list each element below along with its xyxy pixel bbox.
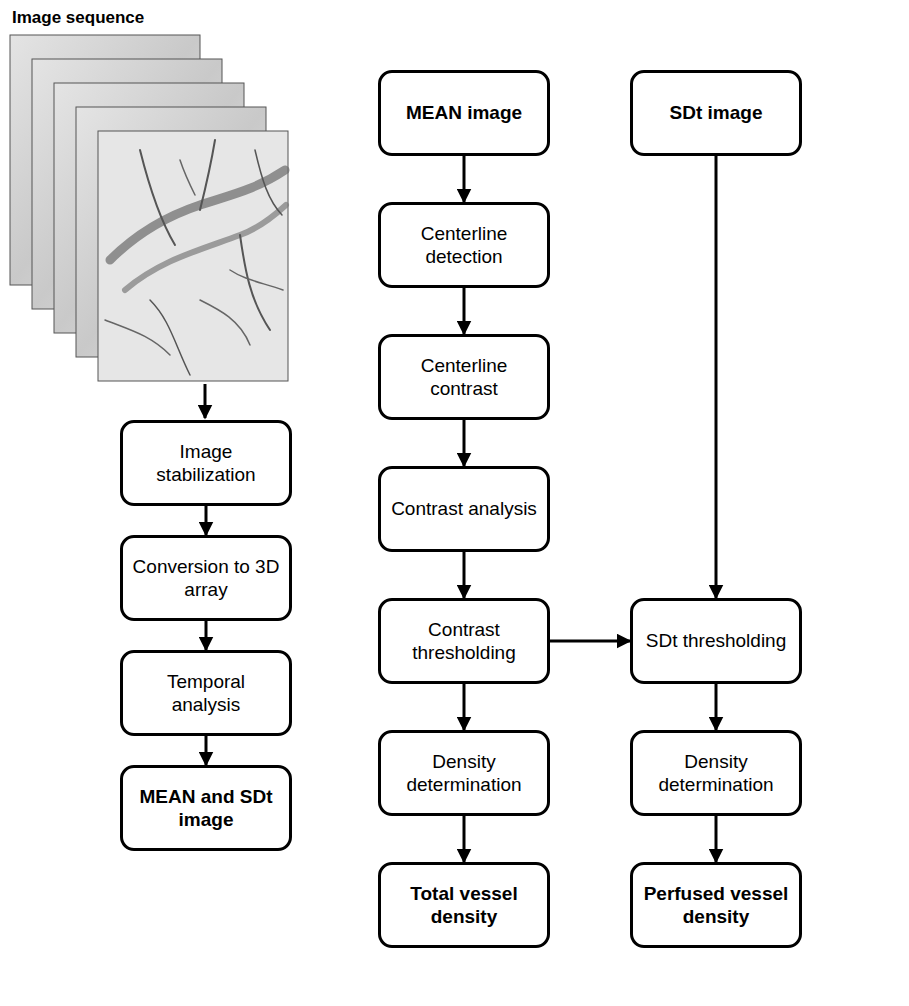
- process-box: Conversion to 3D array: [120, 535, 292, 621]
- box-text: Temporal analysis: [131, 670, 281, 716]
- process-box: Density determination: [630, 730, 802, 816]
- process-box: Contrast analysis: [378, 466, 550, 552]
- flow-arrow: [205, 621, 208, 650]
- box-text: Centerline detection: [389, 222, 539, 268]
- box-label: MEAN image: [406, 101, 522, 124]
- process-box: Temporal analysis: [120, 650, 292, 736]
- box-text: Total vessel density: [389, 882, 539, 928]
- box-label: SDt thresholding: [646, 629, 786, 652]
- flow-arrow: [463, 816, 466, 862]
- box-label: Perfused vessel density: [641, 882, 791, 928]
- result-box: Perfused vessel density: [630, 862, 802, 948]
- result-box: Total vessel density: [378, 862, 550, 948]
- vessel-picture: [105, 140, 286, 375]
- box-label: Temporal analysis: [131, 670, 281, 716]
- box-text: Density determination: [389, 750, 539, 796]
- process-box: Centerline detection: [378, 202, 550, 288]
- box-label: Conversion to 3D array: [131, 555, 281, 601]
- flow-arrow: [463, 288, 466, 334]
- heading-label: Image sequence: [12, 8, 144, 28]
- flow-arrow: [463, 420, 466, 466]
- box-label: Density determination: [641, 750, 791, 796]
- box-text: Contrast thresholding: [389, 618, 539, 664]
- box-label: Centerline detection: [389, 222, 539, 268]
- box-label: Density determination: [389, 750, 539, 796]
- process-box: Contrast thresholding: [378, 598, 550, 684]
- result-box: SDt image: [630, 70, 802, 156]
- flow-arrow: [550, 640, 630, 643]
- flow-arrow: [715, 684, 718, 730]
- box-text: Density determination: [641, 750, 791, 796]
- box-text: Perfused vessel density: [641, 882, 791, 928]
- box-label: SDt image: [670, 101, 763, 124]
- image-sheets: [10, 35, 288, 381]
- flow-arrow: [463, 156, 466, 202]
- process-box: Density determination: [378, 730, 550, 816]
- box-text: MEAN and SDt image: [131, 785, 281, 831]
- flow-arrow: [715, 156, 718, 598]
- process-box: SDt thresholding: [630, 598, 802, 684]
- box-text: Image stabilization: [131, 440, 281, 486]
- flow-arrow: [715, 816, 718, 862]
- box-label: Centerline contrast: [389, 354, 539, 400]
- result-box: MEAN image: [378, 70, 550, 156]
- box-text: Conversion to 3D array: [131, 555, 281, 601]
- box-label: Total vessel density: [389, 882, 539, 928]
- flow-arrow: [463, 552, 466, 598]
- box-text: Centerline contrast: [389, 354, 539, 400]
- box-label: Contrast analysis: [391, 497, 537, 520]
- process-box: Image stabilization: [120, 420, 292, 506]
- flow-arrow: [463, 684, 466, 730]
- box-text: MEAN image: [406, 101, 522, 124]
- flow-arrow: [205, 736, 208, 765]
- box-text: Contrast analysis: [391, 497, 537, 520]
- box-label: MEAN and SDt image: [131, 785, 281, 831]
- result-box: MEAN and SDt image: [120, 765, 292, 851]
- box-label: Image stabilization: [131, 440, 281, 486]
- box-text: SDt thresholding: [646, 629, 786, 652]
- box-text: SDt image: [670, 101, 763, 124]
- process-box: Centerline contrast: [378, 334, 550, 420]
- stack-arrow: [204, 384, 207, 418]
- box-label: Contrast thresholding: [389, 618, 539, 664]
- flow-arrow: [205, 506, 208, 535]
